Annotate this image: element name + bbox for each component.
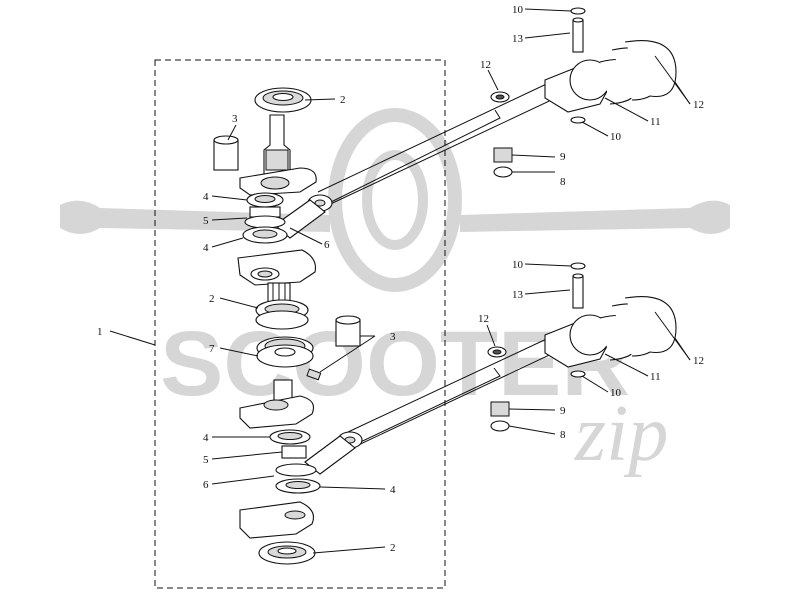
callout-3-top: 3 (232, 113, 238, 125)
washer-8-bottom (490, 420, 510, 432)
circlip-top-b (570, 116, 586, 124)
callout-3-mid: 3 (390, 331, 396, 343)
watermark-emblem-icon (60, 108, 730, 292)
callout-13-bottom: 13 (512, 289, 524, 301)
callout-11-bottom: 11 (650, 371, 661, 383)
bearing-mid (255, 299, 309, 330)
circlip-top-a (570, 7, 586, 15)
callout-9-bottom: 9 (560, 405, 566, 417)
needle-bearing-top (493, 147, 513, 163)
callout-4-c: 4 (203, 432, 209, 444)
callout-6-top: 6 (324, 239, 330, 251)
callout-11-top: 11 (650, 116, 661, 128)
callout-12-b: 12 (693, 99, 704, 111)
callout-5-bottom: 5 (203, 454, 209, 466)
callout-4-d: 4 (390, 484, 396, 496)
callout-7: 7 (209, 343, 215, 355)
callout-5-top: 5 (203, 215, 209, 227)
crankshaft-parts (213, 87, 361, 565)
crankshaft-assembly-boundary (154, 59, 446, 589)
callout-1: 1 (97, 326, 103, 338)
gear-7 (256, 336, 314, 368)
watermark-suffix-text: zip (574, 390, 668, 478)
piston-pin-top (572, 19, 584, 53)
circlip-bottom-a (570, 262, 586, 270)
callout-4-a: 4 (203, 191, 209, 203)
bearing-top (254, 87, 312, 113)
callout-4-b: 4 (203, 242, 209, 254)
callout-9-top: 9 (560, 151, 566, 163)
washer-8-top (493, 166, 513, 178)
callout-10-d: 10 (610, 387, 622, 399)
callout-12-a: 12 (480, 59, 491, 71)
crank-pin-top (213, 135, 239, 171)
callout-13-top: 13 (512, 33, 524, 45)
callout-12-d: 12 (693, 355, 704, 367)
circlip-bottom-b (570, 370, 586, 378)
crank-pin-mid (335, 315, 361, 347)
leader-lines (109, 8, 691, 554)
watermark: SCOOTER zip (60, 108, 730, 478)
callout-8-bottom: 8 (560, 429, 566, 441)
callout-12-c: 12 (478, 313, 489, 325)
callout-10-b: 10 (610, 131, 622, 143)
needle-bearing-bottom (490, 401, 510, 417)
callout-2-top: 2 (340, 94, 346, 106)
callout-8-top: 8 (560, 176, 566, 188)
callout-2-bottom: 2 (390, 542, 396, 554)
watermark-brand-text: SCOOTER (160, 313, 630, 415)
piston-group-bottom (487, 262, 677, 432)
callout-2-mid: 2 (209, 293, 215, 305)
callout-labels: 1 2 3 4 5 4 6 2 3 7 4 5 6 4 2 10 13 12 1… (97, 4, 704, 554)
piston-pin-bottom (572, 275, 584, 309)
callout-10-a: 10 (512, 4, 524, 16)
piston-group-top (490, 7, 677, 178)
callout-6-bottom: 6 (203, 479, 209, 491)
callout-10-c: 10 (512, 259, 524, 271)
connecting-rod-bottom (304, 334, 561, 475)
bearing-bottom (258, 541, 316, 565)
